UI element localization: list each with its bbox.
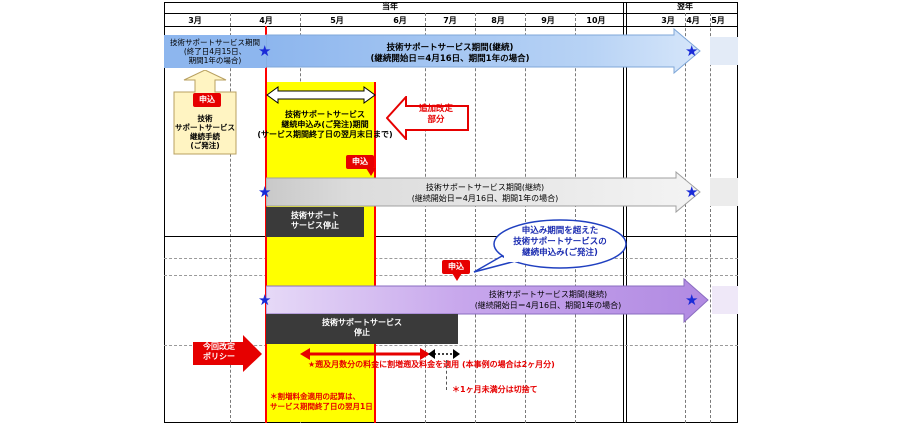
- text-line: サービス停止: [291, 221, 339, 230]
- text-line: 停止: [354, 328, 370, 337]
- double-arrow-icon: [266, 86, 376, 104]
- month-label: 4月: [686, 16, 700, 25]
- apply-badge: 申込: [346, 155, 374, 169]
- late-application-text: 申込み期間を超えた 技術サポートサービスの 継続申込み(ご発注): [500, 226, 620, 259]
- manual-process-callout: [173, 70, 237, 155]
- row1-current-period-box: [164, 35, 266, 68]
- row3-service-stop-box: 技術サポートサービス 停止: [266, 314, 458, 344]
- header-divider-1: [164, 13, 738, 14]
- row1-period-text: 技術サポートサービス期間(継続) (継続開始日＝4月16日、期間1年の場合): [330, 43, 570, 65]
- month-label: 3月: [661, 16, 675, 25]
- text-line: (終了日4月15日、: [183, 47, 247, 56]
- retro-period-arrow: [300, 348, 430, 360]
- less-than-month-arrow: [428, 349, 460, 359]
- note-leader-line: [446, 360, 447, 390]
- retro-fee-note: ★遡及月数分の料金に割増遡及料金を適用 (本事例の場合は2ヶ月分): [308, 360, 555, 369]
- text-line: (継続開始日＝4月16日、期間1年の場合): [370, 54, 530, 64]
- header-divider-2: [164, 26, 738, 27]
- policy-text: 今回改定 ポリシー: [193, 342, 245, 362]
- text-line: 今回改定: [203, 342, 235, 351]
- apply-badge: 申込: [442, 260, 470, 274]
- row2-period-arrow: [266, 171, 701, 214]
- text-line: 技術サポートサービスの: [513, 237, 607, 247]
- added-revision-text: 追加改定 部分: [404, 104, 468, 126]
- month-gridline: [710, 13, 711, 423]
- text-line: 追加改定: [418, 104, 453, 114]
- star-icon: ★: [258, 42, 272, 60]
- row-gridline: [164, 275, 738, 276]
- row1-period-arrow: [265, 27, 701, 75]
- month-label: 8月: [491, 16, 505, 25]
- manual-process-text: 技術 サポートサービス 継続手続 (ご発注): [172, 114, 238, 150]
- text-line: (ご発注): [190, 141, 220, 150]
- text-line: (継続開始日＝4月16日、期間1年の場合): [474, 301, 622, 310]
- row1-faded-extension: [710, 37, 738, 65]
- text-line: 技術: [197, 114, 213, 123]
- current-year-label: 当年: [382, 2, 398, 11]
- text-line: 部分: [427, 115, 445, 125]
- month-label: 7月: [443, 16, 457, 25]
- june-boundary-line: [374, 82, 376, 423]
- policy-arrow: [193, 335, 262, 372]
- apply-pointer: [452, 273, 462, 281]
- less-than-month-note: ＊1ヶ月未満分は切捨て: [452, 385, 538, 394]
- text-line: ポリシー: [203, 352, 235, 361]
- star-icon: ★: [258, 291, 272, 309]
- month-label: 10月: [586, 16, 606, 25]
- text-line: サービス期間終了日の翌月1日: [270, 402, 373, 411]
- apply-badge: 申込: [193, 93, 221, 107]
- month-gridline: [685, 13, 686, 423]
- month-label: 9月: [541, 16, 555, 25]
- application-window-band: [265, 82, 375, 422]
- star-icon: ★: [685, 183, 699, 201]
- month-label: 5月: [711, 16, 725, 25]
- month-gridline: [230, 13, 231, 423]
- row3-faded-extension: [712, 286, 738, 314]
- text-line: 継続申込み(ご発注): [522, 248, 598, 258]
- star-icon: ★: [258, 183, 272, 201]
- application-window-text: 技術サポートサービス 継続申込み(ご発注)期間 (サービス期間終了日の翌月末日ま…: [250, 110, 400, 140]
- next-year-label: 翌年: [677, 2, 693, 11]
- month-gridline: [425, 13, 426, 423]
- text-line: 技術サポートサービス: [322, 318, 402, 327]
- diagram-frame: [164, 2, 738, 423]
- month-label: 4月: [259, 16, 273, 25]
- text-line: 技術サポートサービス: [285, 110, 365, 119]
- row2-period-text: 技術サポートサービス期間(継続) (継続開始日＝4月16日、期間1年の場合): [385, 182, 585, 204]
- text-line: 継続申込み(ご発注)期間: [281, 120, 369, 129]
- row-gridline: [164, 345, 738, 346]
- month-gridline: [575, 13, 576, 423]
- text-line: サポートサービス: [175, 123, 235, 132]
- surcharge-start-note: ＊割増料金適用の起算は、 サービス期間終了日の翌月1日: [270, 392, 400, 412]
- text-line: 申込み期間を超えた: [521, 226, 599, 236]
- text-line: 技術サポートサービス期間(継続): [488, 290, 608, 299]
- text-line: (継続開始日＝4月16日、期間1年の場合): [411, 194, 559, 203]
- month-label: 6月: [393, 16, 407, 25]
- star-icon: ★: [685, 291, 699, 309]
- text-line: 技術サポートサービス期間(継続): [425, 183, 545, 192]
- row3-period-text: 技術サポートサービス期間(継続) (継続開始日＝4月16日、期間1年の場合): [448, 289, 648, 311]
- text-line: 技術サポート: [291, 211, 339, 220]
- text-line: 期間1年の場合): [188, 56, 242, 65]
- month-gridline: [525, 13, 526, 423]
- row2-faded-extension: [710, 178, 738, 206]
- text-line: 技術サポートサービス期間: [170, 38, 260, 47]
- apply-pointer: [366, 168, 376, 176]
- star-icon: ★: [685, 42, 699, 60]
- year-divider: [623, 2, 627, 423]
- row-divider: [164, 236, 738, 237]
- month-label: 5月: [330, 16, 344, 25]
- row2-service-stop-box: 技術サポート サービス停止: [266, 207, 364, 237]
- added-revision-arrow: [386, 96, 469, 140]
- text-line: ＊割増料金適用の起算は、: [270, 392, 360, 401]
- text-line: 技術サポートサービス期間(継続): [386, 43, 514, 53]
- late-application-callout: [473, 219, 627, 273]
- text-line: 継続手続: [190, 132, 220, 141]
- month-label: 3月: [188, 16, 202, 25]
- month-gridline: [475, 13, 476, 423]
- row1-current-period-text: 技術サポートサービス期間 (終了日4月15日、 期間1年の場合): [164, 38, 266, 65]
- row-gridline: [164, 258, 738, 259]
- text-line: (サービス期間終了日の翌月末日まで): [257, 130, 393, 139]
